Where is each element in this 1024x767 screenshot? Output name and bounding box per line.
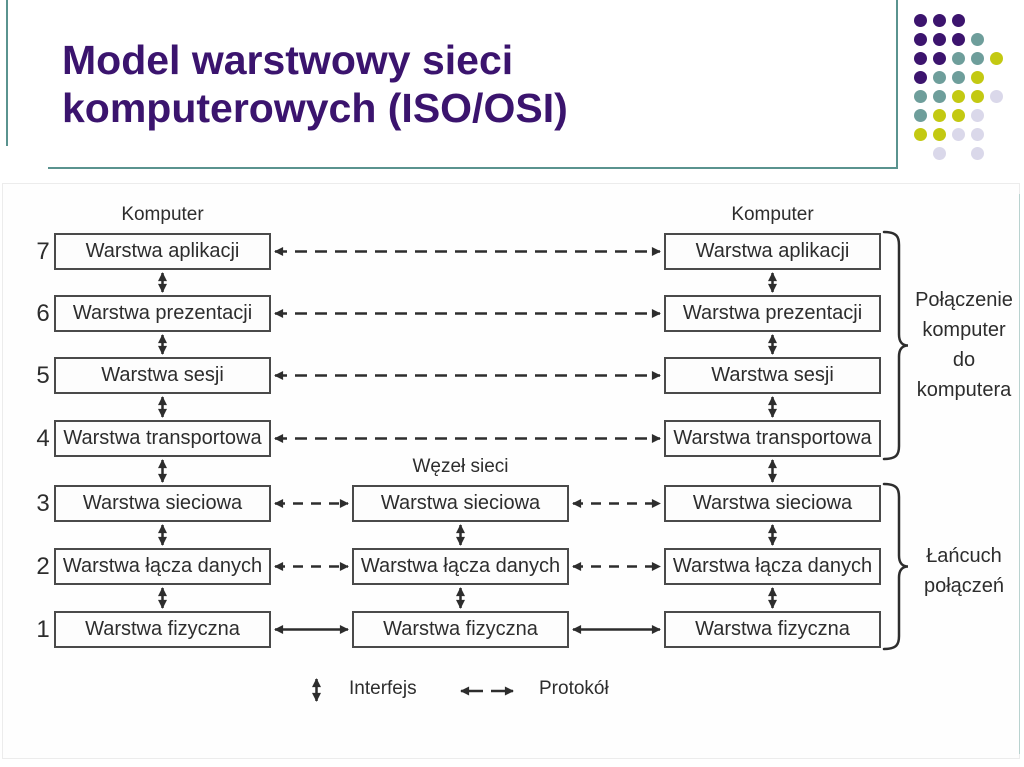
brace-label-link-chain: Łańcuch połączeń — [907, 538, 1021, 604]
layer-number: 3 — [36, 490, 50, 517]
dot-icon — [989, 51, 1003, 65]
diagram-arrows — [158, 230, 909, 702]
dot-icon — [951, 70, 965, 84]
dot-icon — [970, 127, 984, 141]
layer-box-left-3: Warstwa sieciowa — [54, 485, 271, 522]
dot-icon — [932, 51, 946, 65]
dot-icon — [932, 89, 946, 103]
layer-number: 2 — [36, 553, 50, 580]
brace-label-line: komputer — [922, 319, 1006, 341]
slide-title: Model warstwowy sieci komputerowych (ISO… — [62, 37, 568, 131]
brace-link-chain — [882, 482, 909, 651]
dot-icon — [970, 108, 984, 122]
dot-icon — [913, 127, 927, 141]
layer-number: 7 — [36, 238, 50, 265]
layer-box-left-4: Warstwa transportowa — [54, 420, 271, 457]
frame-line-right — [896, 0, 898, 169]
layer-box-left-5: Warstwa sesji — [54, 357, 271, 394]
dot-icon — [913, 51, 927, 65]
dot-icon — [951, 108, 965, 122]
frame-line-left — [6, 0, 8, 146]
brace-label-line: komputera — [916, 379, 1012, 401]
dot-icon — [913, 70, 927, 84]
layer-box-left-1: Warstwa fizyczna — [54, 611, 271, 648]
frame-line-right-lower — [1019, 194, 1020, 754]
column-header-network-node: Węzeł sieci — [412, 456, 509, 477]
layer-box-right-1: Warstwa fizyczna — [664, 611, 881, 648]
layer-box-right-6: Warstwa prezentacji — [664, 295, 881, 332]
dot-icon — [989, 89, 1003, 103]
layer-box-right-2: Warstwa łącza danych — [664, 548, 881, 585]
layer-box-right-7: Warstwa aplikacji — [664, 233, 881, 270]
dot-icon — [951, 51, 965, 65]
layer-box-middle-3: Warstwa sieciowa — [352, 485, 569, 522]
dot-icon — [951, 13, 965, 27]
brace-label-line: do — [952, 349, 976, 371]
brace-host-to-host — [882, 230, 909, 461]
layer-box-right-4: Warstwa transportowa — [664, 420, 881, 457]
layer-box-left-6: Warstwa prezentacji — [54, 295, 271, 332]
dot-icon — [970, 32, 984, 46]
column-header-computer-left: Komputer — [121, 204, 204, 225]
brace-label-host-to-host: Połączenie komputer do komputera — [907, 286, 1021, 404]
layer-box-left-2: Warstwa łącza danych — [54, 548, 271, 585]
layer-box-middle-1: Warstwa fizyczna — [352, 611, 569, 648]
column-header-computer-right: Komputer — [731, 204, 814, 225]
dot-icon — [951, 89, 965, 103]
layer-number: 6 — [36, 300, 50, 327]
layer-box-right-5: Warstwa sesji — [664, 357, 881, 394]
dot-icon — [932, 70, 946, 84]
brace-label-line: połączeń — [923, 575, 1005, 597]
dot-icon — [951, 32, 965, 46]
dot-icon — [970, 51, 984, 65]
layer-box-left-7: Warstwa aplikacji — [54, 233, 271, 270]
dot-icon — [932, 13, 946, 27]
brace-label-line: Łańcuch — [926, 545, 1002, 567]
layer-number: 4 — [36, 425, 50, 452]
dot-icon — [932, 146, 946, 160]
dot-icon — [913, 32, 927, 46]
dot-icon — [951, 127, 965, 141]
dot-icon — [932, 32, 946, 46]
dot-icon — [932, 108, 946, 122]
layer-box-right-3: Warstwa sieciowa — [664, 485, 881, 522]
dot-icon — [970, 89, 984, 103]
layer-number: 1 — [36, 616, 50, 643]
layer-number: 5 — [36, 362, 50, 389]
dot-icon — [970, 146, 984, 160]
dot-icon — [913, 108, 927, 122]
title-underline — [48, 167, 898, 169]
dot-icon — [913, 89, 927, 103]
dot-icon — [970, 70, 984, 84]
brace-label-line: Połączenie — [915, 289, 1013, 311]
dot-icon — [932, 127, 946, 141]
layer-box-middle-2: Warstwa łącza danych — [352, 548, 569, 585]
legend-protocol-label: Protokół — [539, 678, 609, 699]
legend-interface-label: Interfejs — [349, 678, 417, 699]
dot-icon — [913, 13, 927, 27]
